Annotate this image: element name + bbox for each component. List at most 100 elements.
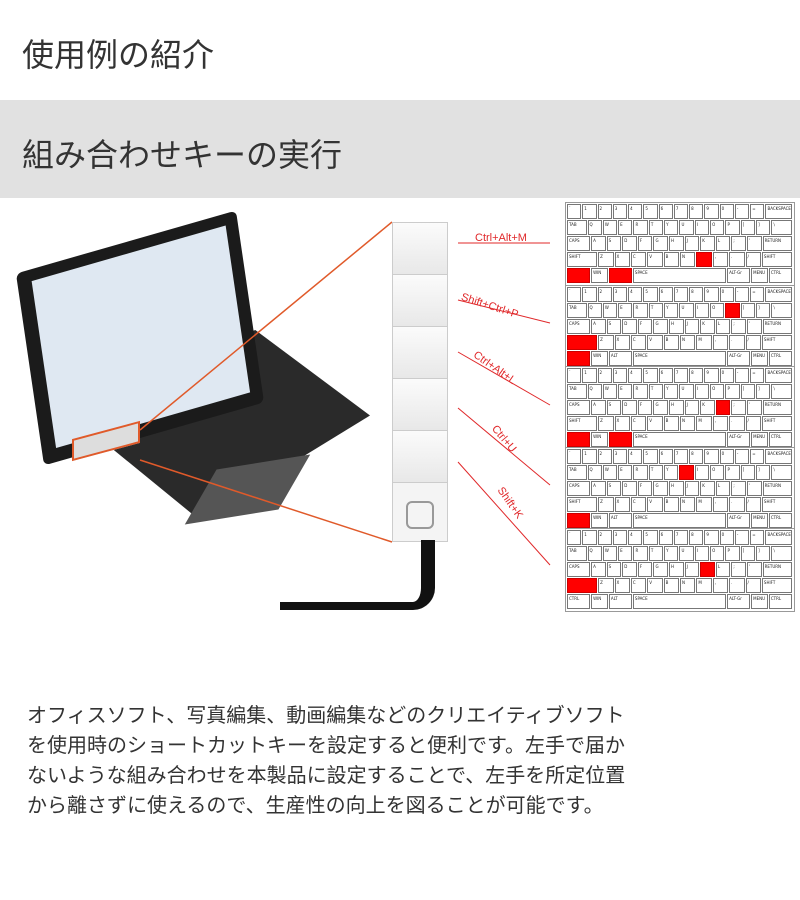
keyboard-key: L: [715, 481, 731, 496]
keyboard-key: J: [684, 562, 700, 577]
keyboard-key: ,: [712, 252, 729, 267]
keyboard-key: F: [637, 400, 653, 415]
keyboard-key: -: [734, 204, 750, 219]
keyboard-key: 5: [643, 204, 658, 219]
keyboard-key: CTRL: [768, 432, 792, 447]
keyboard-key: TAB: [567, 220, 587, 235]
keyboard-key: ': [747, 319, 762, 334]
macro-key-3: [393, 327, 447, 379]
keyboard-key: P: [725, 220, 740, 235]
keyboard-key: MENU: [751, 351, 768, 366]
keyboard-key: SHIFT: [761, 335, 793, 350]
keyboard-key: Z: [598, 497, 614, 512]
keyboard-key: 5: [643, 449, 658, 464]
keyboard-key: ,: [712, 335, 729, 350]
keyboard-key: H: [669, 319, 684, 334]
keyboard-key: W: [602, 546, 618, 561]
keyboard-key: J: [684, 400, 700, 415]
keyboard-key: A: [591, 562, 606, 577]
keyboard-key: S: [606, 236, 622, 251]
keyboard-key: =: [750, 368, 765, 383]
keyboard-key: SHIFT: [761, 578, 793, 593]
description-line: ないような組み合わせを本製品に設定することで、左手を所定位置: [27, 763, 626, 787]
keyboard-key: H: [669, 481, 684, 496]
keyboard-key: X: [614, 578, 630, 593]
keyboard-key: C: [630, 252, 647, 267]
keyboard-key: CTRL: [567, 432, 591, 447]
keyboard-key: G: [653, 236, 669, 251]
keyboard-key: Y: [664, 220, 679, 235]
keyboard-key: WIN: [591, 268, 608, 283]
keyboard-key: 5: [643, 368, 658, 383]
keyboard-key: 6: [658, 204, 673, 219]
keyboard-key: SPACE: [632, 594, 727, 609]
keyboard-key: `: [567, 368, 582, 383]
keyboard-key: I: [694, 465, 710, 480]
keyboard-key: ,: [712, 497, 729, 512]
keyboard-key: .: [729, 578, 745, 593]
keyboard-key: F: [637, 319, 653, 334]
keyboard-key: CAPS: [567, 236, 591, 251]
combo-pointer-line: [457, 407, 551, 486]
keyboard-key: E: [618, 220, 633, 235]
keyboard-key: ': [747, 400, 762, 415]
keyboard-key: R: [633, 465, 648, 480]
keyboard-key: U: [679, 220, 694, 235]
keyboard-key: N: [680, 578, 696, 593]
keyboard-key: X: [614, 416, 630, 431]
keyboard-key: T: [648, 546, 664, 561]
keyboard-key: V: [647, 252, 663, 267]
keyboard-key: W: [602, 465, 618, 480]
keyboard-key: CTRL: [567, 268, 591, 283]
keyboard-key: G: [653, 400, 669, 415]
keyboard-key: -: [734, 449, 750, 464]
keyboard-key: G: [653, 481, 669, 496]
keyboard-key: ': [747, 481, 762, 496]
keyboard-key: W: [602, 384, 618, 399]
description-line: から離さずに使えるので、生産性の向上を図ることが可能です。: [27, 793, 604, 817]
keyboard-key: N: [680, 416, 696, 431]
keyboard-key: L: [715, 400, 731, 415]
keyboard-key: ,: [712, 578, 729, 593]
keyboard-key: [: [740, 384, 756, 399]
keyboard-key: SHIFT: [761, 416, 793, 431]
keyboard-key: S: [606, 319, 622, 334]
keyboard-key: 8: [689, 449, 704, 464]
keyboard-key: Z: [598, 252, 614, 267]
keyboard-key: Q: [587, 546, 602, 561]
section-title: 使用例の紹介: [22, 36, 215, 74]
keyboard-key: ;: [731, 319, 746, 334]
brand-logo-icon: [406, 501, 434, 529]
keyboard-key: `: [567, 530, 582, 545]
keyboard-key: F: [637, 236, 653, 251]
keyboard-key: ,: [712, 416, 729, 431]
keyboard-key: SPACE: [632, 513, 727, 528]
keyboard-key: CTRL: [768, 351, 792, 366]
keyboard-key: =: [750, 204, 765, 219]
keyboard-key: /: [745, 578, 761, 593]
keyboard-key: ': [747, 562, 762, 577]
keyboard-key: B: [663, 578, 680, 593]
keyboard-key: /: [745, 416, 761, 431]
keyboard-key: 8: [689, 287, 704, 302]
keyboard-key: ;: [731, 481, 746, 496]
keyboard-key: V: [647, 578, 663, 593]
keyboard-key: 1: [582, 449, 597, 464]
keyboard-key: 0: [719, 368, 734, 383]
keyboard-key: ALT-Gr: [727, 268, 751, 283]
keyboard-key: N: [680, 497, 696, 512]
keyboard-key: CAPS: [567, 481, 591, 496]
keyboard-key: CAPS: [567, 400, 591, 415]
keyboard-key: O: [710, 546, 725, 561]
keyboard-key: T: [648, 303, 664, 318]
